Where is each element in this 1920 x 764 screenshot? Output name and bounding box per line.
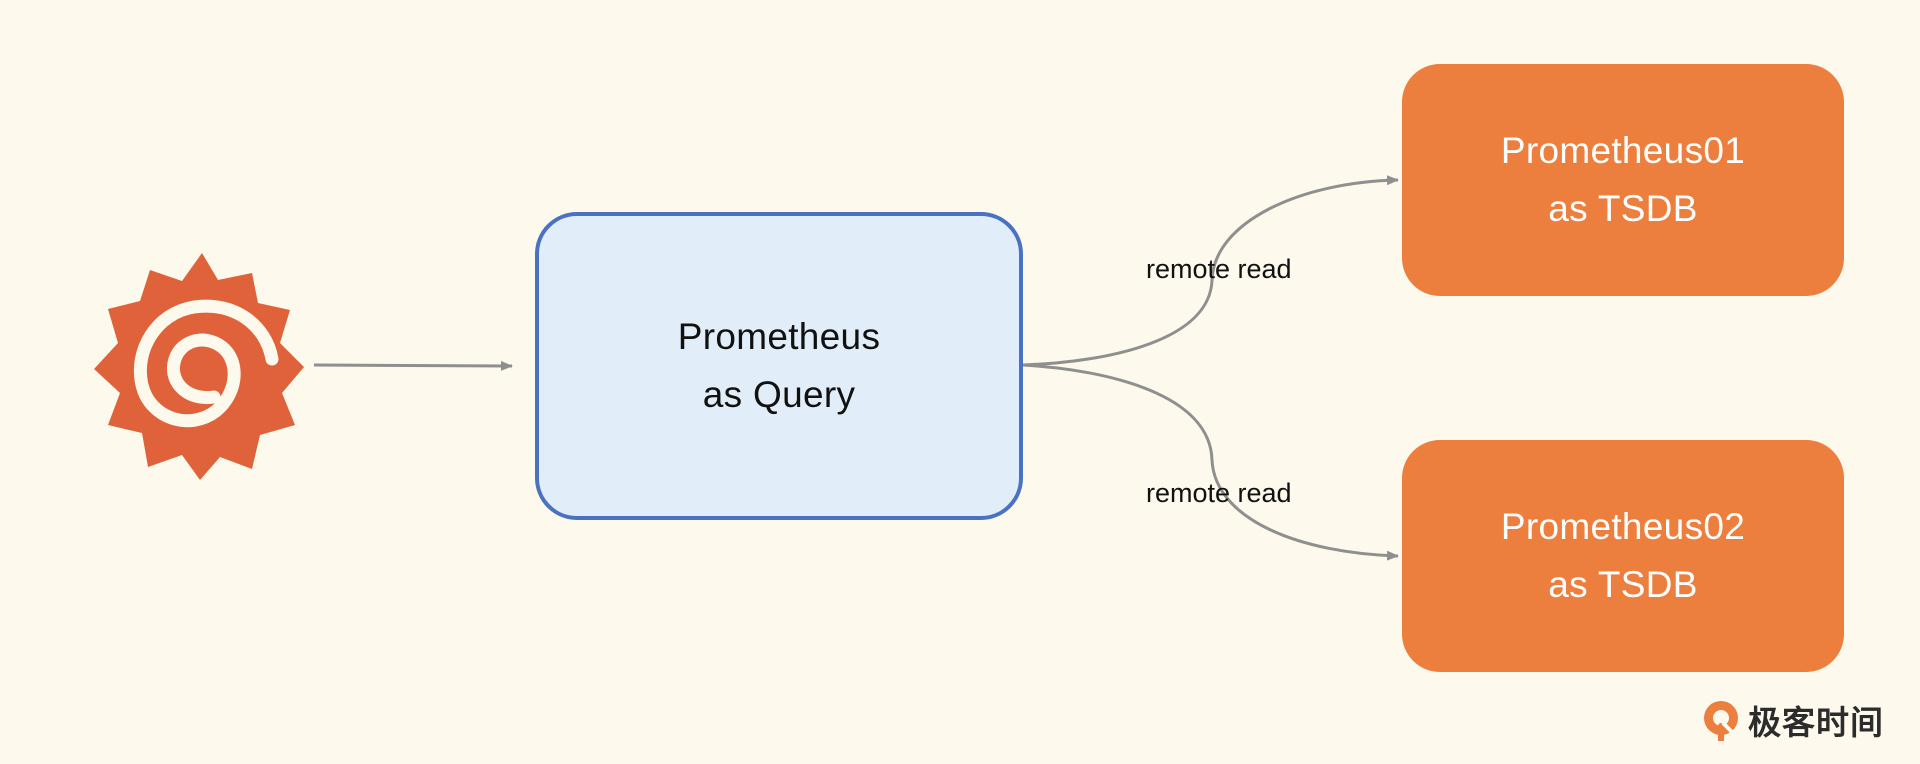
tsdb-1-node-title: Prometheus01 [1500,130,1746,171]
tsdb-2-node-title: Prometheus02 [1500,506,1746,547]
grafana-gear-body [94,253,304,480]
prometheus01-tsdb-node: Prometheus01 as TSDB [1402,64,1844,296]
tsdb-1-node-role: as TSDB [1548,188,1698,229]
grafana-spiral [134,299,279,428]
remote-read-label-2: remote read [1146,478,1292,508]
grafana-logo-icon [94,253,304,480]
brand-name: 极客时间 [1748,703,1884,742]
geektime-logo-icon [1704,701,1738,741]
tsdb-2-node-role: as TSDB [1548,564,1698,605]
remote-read-label-1: remote read [1146,254,1292,284]
query-to-tsdb-2-arrow [1022,363,1399,561]
query-node-role: as Query [702,374,856,415]
brand-watermark: 极客时间 [1700,696,1884,744]
prometheus-query-node: Prometheus as Query [535,212,1023,520]
prometheus02-tsdb-node: Prometheus02 as TSDB [1402,440,1844,672]
query-to-tsdb-1-arrow [1022,175,1399,367]
grafana-to-query-arrow [313,360,513,371]
query-node-title: Prometheus [677,316,881,357]
